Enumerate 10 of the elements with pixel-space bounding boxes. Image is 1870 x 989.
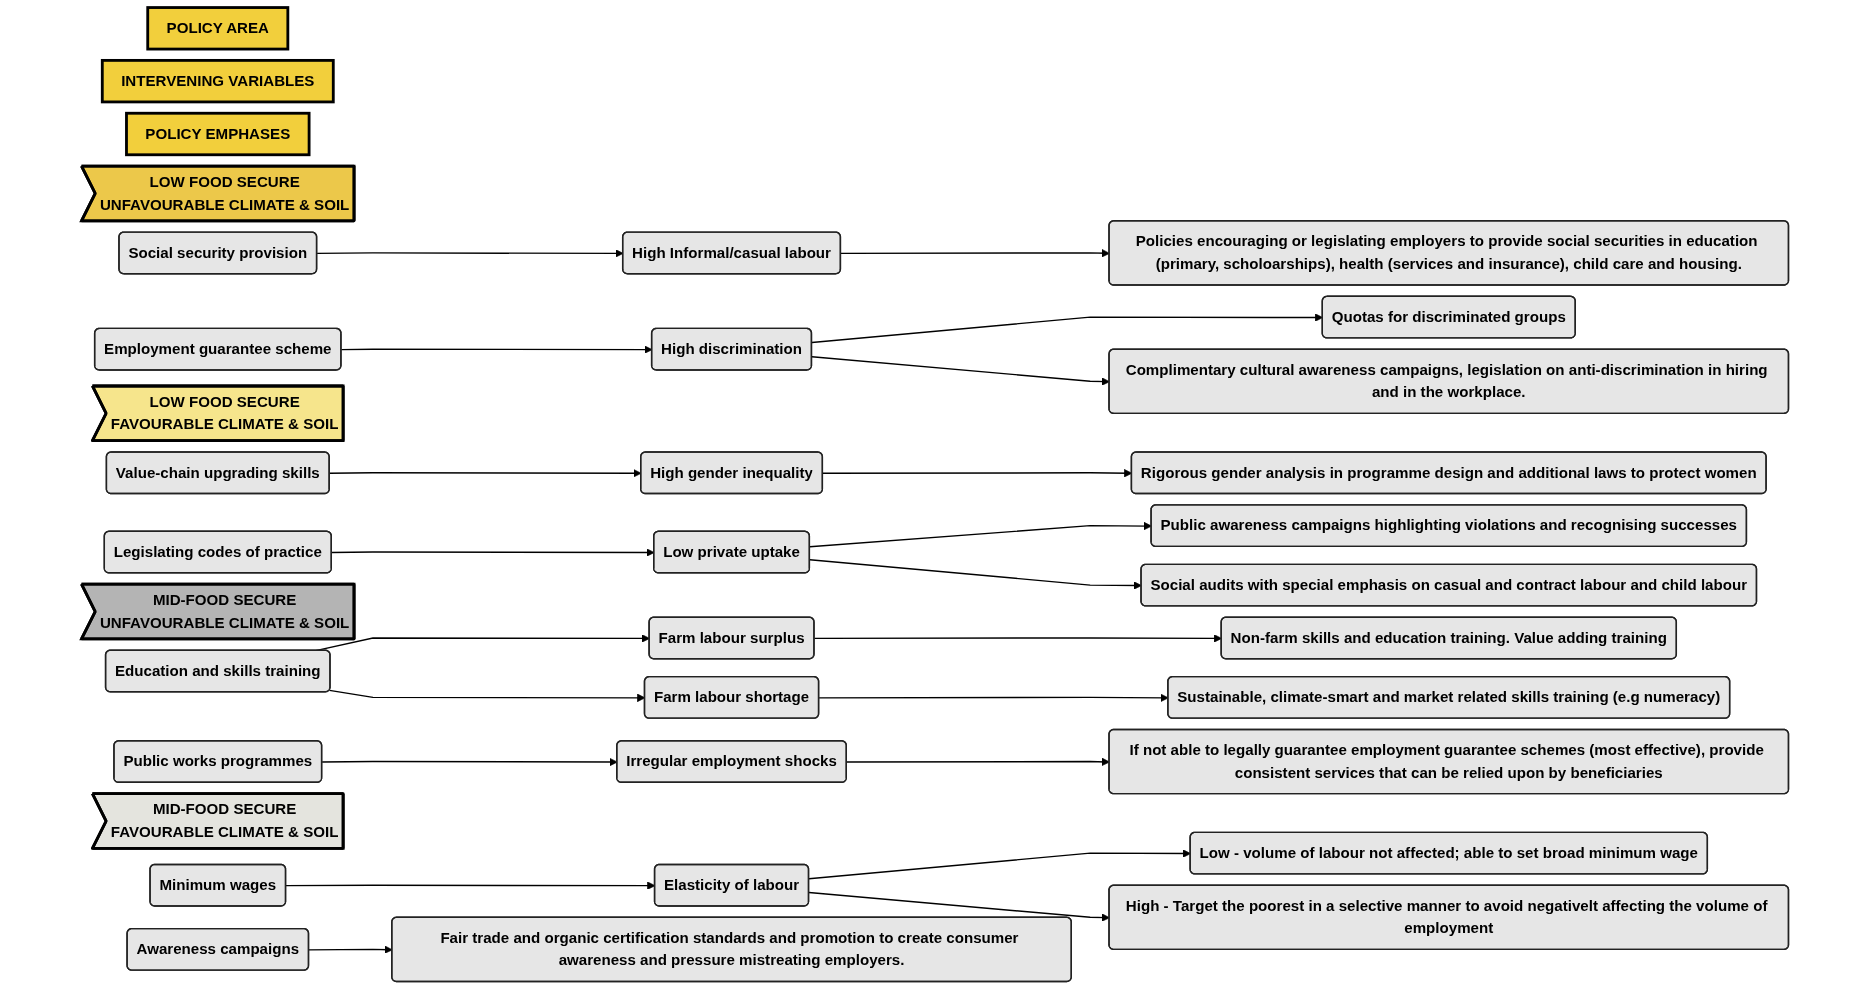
node-box: POLICY AREA bbox=[146, 6, 290, 51]
arrow bbox=[846, 757, 1110, 766]
arrow bbox=[809, 559, 1142, 590]
node-box: POLICY EMPHASES bbox=[125, 111, 311, 157]
arrow bbox=[811, 356, 1110, 386]
arrow bbox=[840, 249, 1110, 258]
arrow bbox=[809, 521, 1152, 548]
arrow bbox=[808, 849, 1191, 880]
node-box: INTERVENING VARIABLES bbox=[100, 59, 335, 104]
arrow bbox=[808, 891, 1110, 922]
